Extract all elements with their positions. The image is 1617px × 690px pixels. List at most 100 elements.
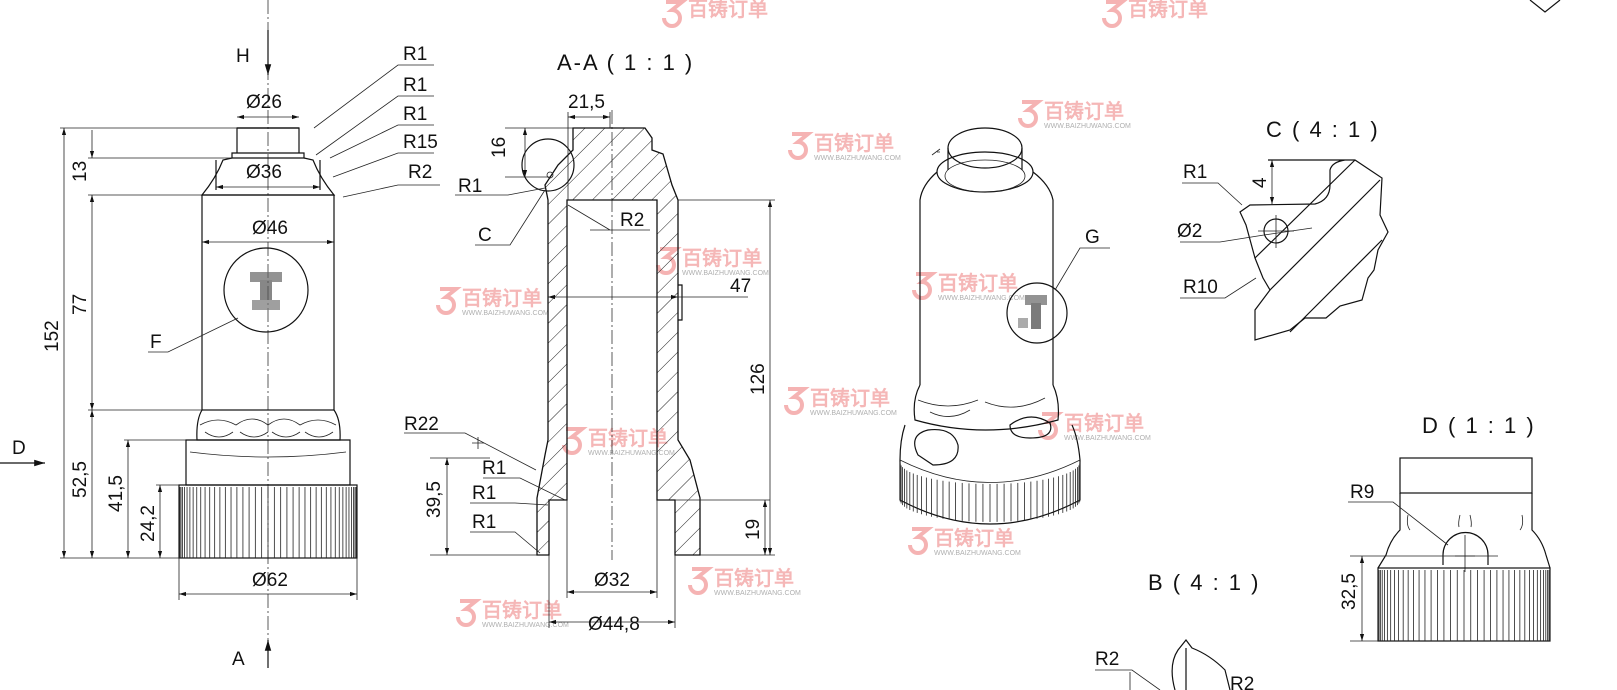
dimension-label: R2 (1230, 674, 1254, 690)
dimension-label: WWW.BAIZHUWANG.COM (482, 622, 569, 629)
dimension-label: 126 (748, 363, 769, 395)
dimension-label: 13 (70, 161, 91, 182)
dimension-label: 百铸订单 (814, 131, 894, 155)
detail-label-f: F (150, 332, 162, 353)
dimension-label: 4 (1250, 177, 1271, 188)
detail-view-d: D ( 1 : 1 ) 32,5 R9 (1339, 413, 1551, 642)
dimensions-section: 21,5 16 47 126 19 39,5 Ø32 Ø44,8 (424, 92, 775, 635)
dimension-label: R2 (620, 210, 644, 231)
dimension-label: R1 (458, 176, 482, 197)
dimension-label: WWW.BAIZHUWANG.COM (682, 270, 769, 277)
detail-view-b: B ( 4 : 1 ) R2 R2 (1095, 570, 1260, 690)
detail-circle-c (521, 138, 575, 192)
hatched-section (536, 127, 701, 556)
dimension-label: R1 (403, 75, 427, 96)
dimension-label: Ø62 (252, 570, 288, 591)
dimension-label: 39,5 (424, 481, 445, 518)
dimension-label: 百铸订单 (682, 246, 762, 270)
section-title: A-A ( 1 : 1 ) (557, 50, 694, 75)
watermark: 百铸订单 (1102, 0, 1208, 28)
dimension-label: 百铸订单 (714, 566, 794, 590)
dimension-label: 24,2 (138, 505, 159, 542)
dimension-label: WWW.BAIZHUWANG.COM (934, 550, 1021, 557)
dimension-label: Ø2 (1177, 221, 1202, 242)
blurred-stamp (250, 272, 282, 310)
dimension-label: 百铸订单 (1044, 99, 1124, 123)
dimension-label: 百铸订单 (588, 426, 668, 450)
detail-c-title: C ( 4 : 1 ) (1266, 117, 1380, 142)
dimension-label: WWW.BAIZHUWANG.COM (810, 410, 897, 417)
dimension-label: 32,5 (1339, 573, 1360, 610)
dimension-label: 152 (42, 320, 63, 352)
dimension-label: 21,5 (568, 92, 605, 113)
dimension-label: R9 (1350, 482, 1374, 503)
dimension-label: 百铸订单 (1128, 0, 1208, 21)
detail-label-g: G (1085, 227, 1100, 248)
dimension-label: WWW.BAIZHUWANG.COM (1044, 123, 1131, 130)
dimension-label: Ø26 (246, 92, 282, 113)
knurl-lines (1377, 570, 1551, 641)
radius-callouts-front: R1 R1 R1 R15 R2 (313, 44, 440, 198)
dimension-label: R10 (1183, 277, 1218, 298)
dimensions-front: Ø26 Ø36 Ø46 Ø62 13 77 152 52,5 41,5 24,2 (42, 92, 358, 600)
detail-view-c: C ( 4 : 1 ) 4 R1 Ø2 R10 (1177, 117, 1389, 341)
dimension-label: R1 (482, 458, 506, 479)
dimension-label: 百铸订单 (1064, 411, 1144, 435)
dimension-label: Ø44,8 (588, 614, 640, 635)
dimension-label: R1 (472, 483, 496, 504)
dimension-label: Ø32 (594, 570, 630, 591)
dimension-label: 41,5 (106, 475, 127, 512)
view-label-h: H (236, 46, 250, 67)
front-view: H D A F (0, 0, 440, 670)
watermark: 百铸订单 (662, 0, 768, 28)
dimension-label: Ø36 (246, 162, 282, 183)
dimension-label: R1 (403, 44, 427, 65)
dimension-label: 百铸订单 (810, 386, 890, 410)
dimension-label: R2 (408, 162, 432, 183)
dimension-label: WWW.BAIZHUWANG.COM (462, 310, 549, 317)
dimension-label: WWW.BAIZHUWANG.COM (938, 295, 1025, 302)
dimension-label: R1 (1183, 162, 1207, 183)
dimension-label: Ø46 (252, 218, 288, 239)
isometric-view: G (899, 127, 1110, 525)
dimension-label: R22 (404, 414, 439, 435)
dimension-label: R15 (403, 132, 438, 153)
detail-b-title: B ( 4 : 1 ) (1148, 570, 1260, 595)
detail-circle-f (223, 247, 309, 333)
detail-label-c: C (478, 225, 492, 246)
dimension-label: 百铸订单 (482, 598, 562, 622)
radius-callouts-section: R1 C R2 R22 R1 R1 R1 (404, 176, 650, 554)
dimension-label: 百铸订单 (462, 286, 542, 310)
section-label-a: A (232, 649, 245, 670)
dimension-label: 77 (70, 294, 91, 315)
dimension-label: 16 (489, 137, 510, 158)
dimension-label: R1 (472, 512, 496, 533)
dimension-label: 47 (730, 276, 751, 297)
blurred-stamp (1018, 295, 1047, 329)
dimension-label: 百铸订单 (934, 526, 1014, 550)
dimension-label: R1 (403, 104, 427, 125)
knurl-lines (178, 487, 358, 558)
dimension-label: WWW.BAIZHUWANG.COM (814, 155, 901, 162)
view-label-d: D (12, 438, 26, 459)
dimension-label: 19 (743, 519, 764, 540)
dimension-label: 百铸订单 (688, 0, 768, 21)
dimension-label: WWW.BAIZHUWANG.COM (714, 590, 801, 597)
partial-symbol (1529, 0, 1561, 13)
detail-d-title: D ( 1 : 1 ) (1422, 413, 1536, 438)
knurl-lines (899, 462, 1081, 522)
dimension-label: R2 (1095, 649, 1119, 670)
dimension-label: WWW.BAIZHUWANG.COM (1064, 435, 1151, 442)
